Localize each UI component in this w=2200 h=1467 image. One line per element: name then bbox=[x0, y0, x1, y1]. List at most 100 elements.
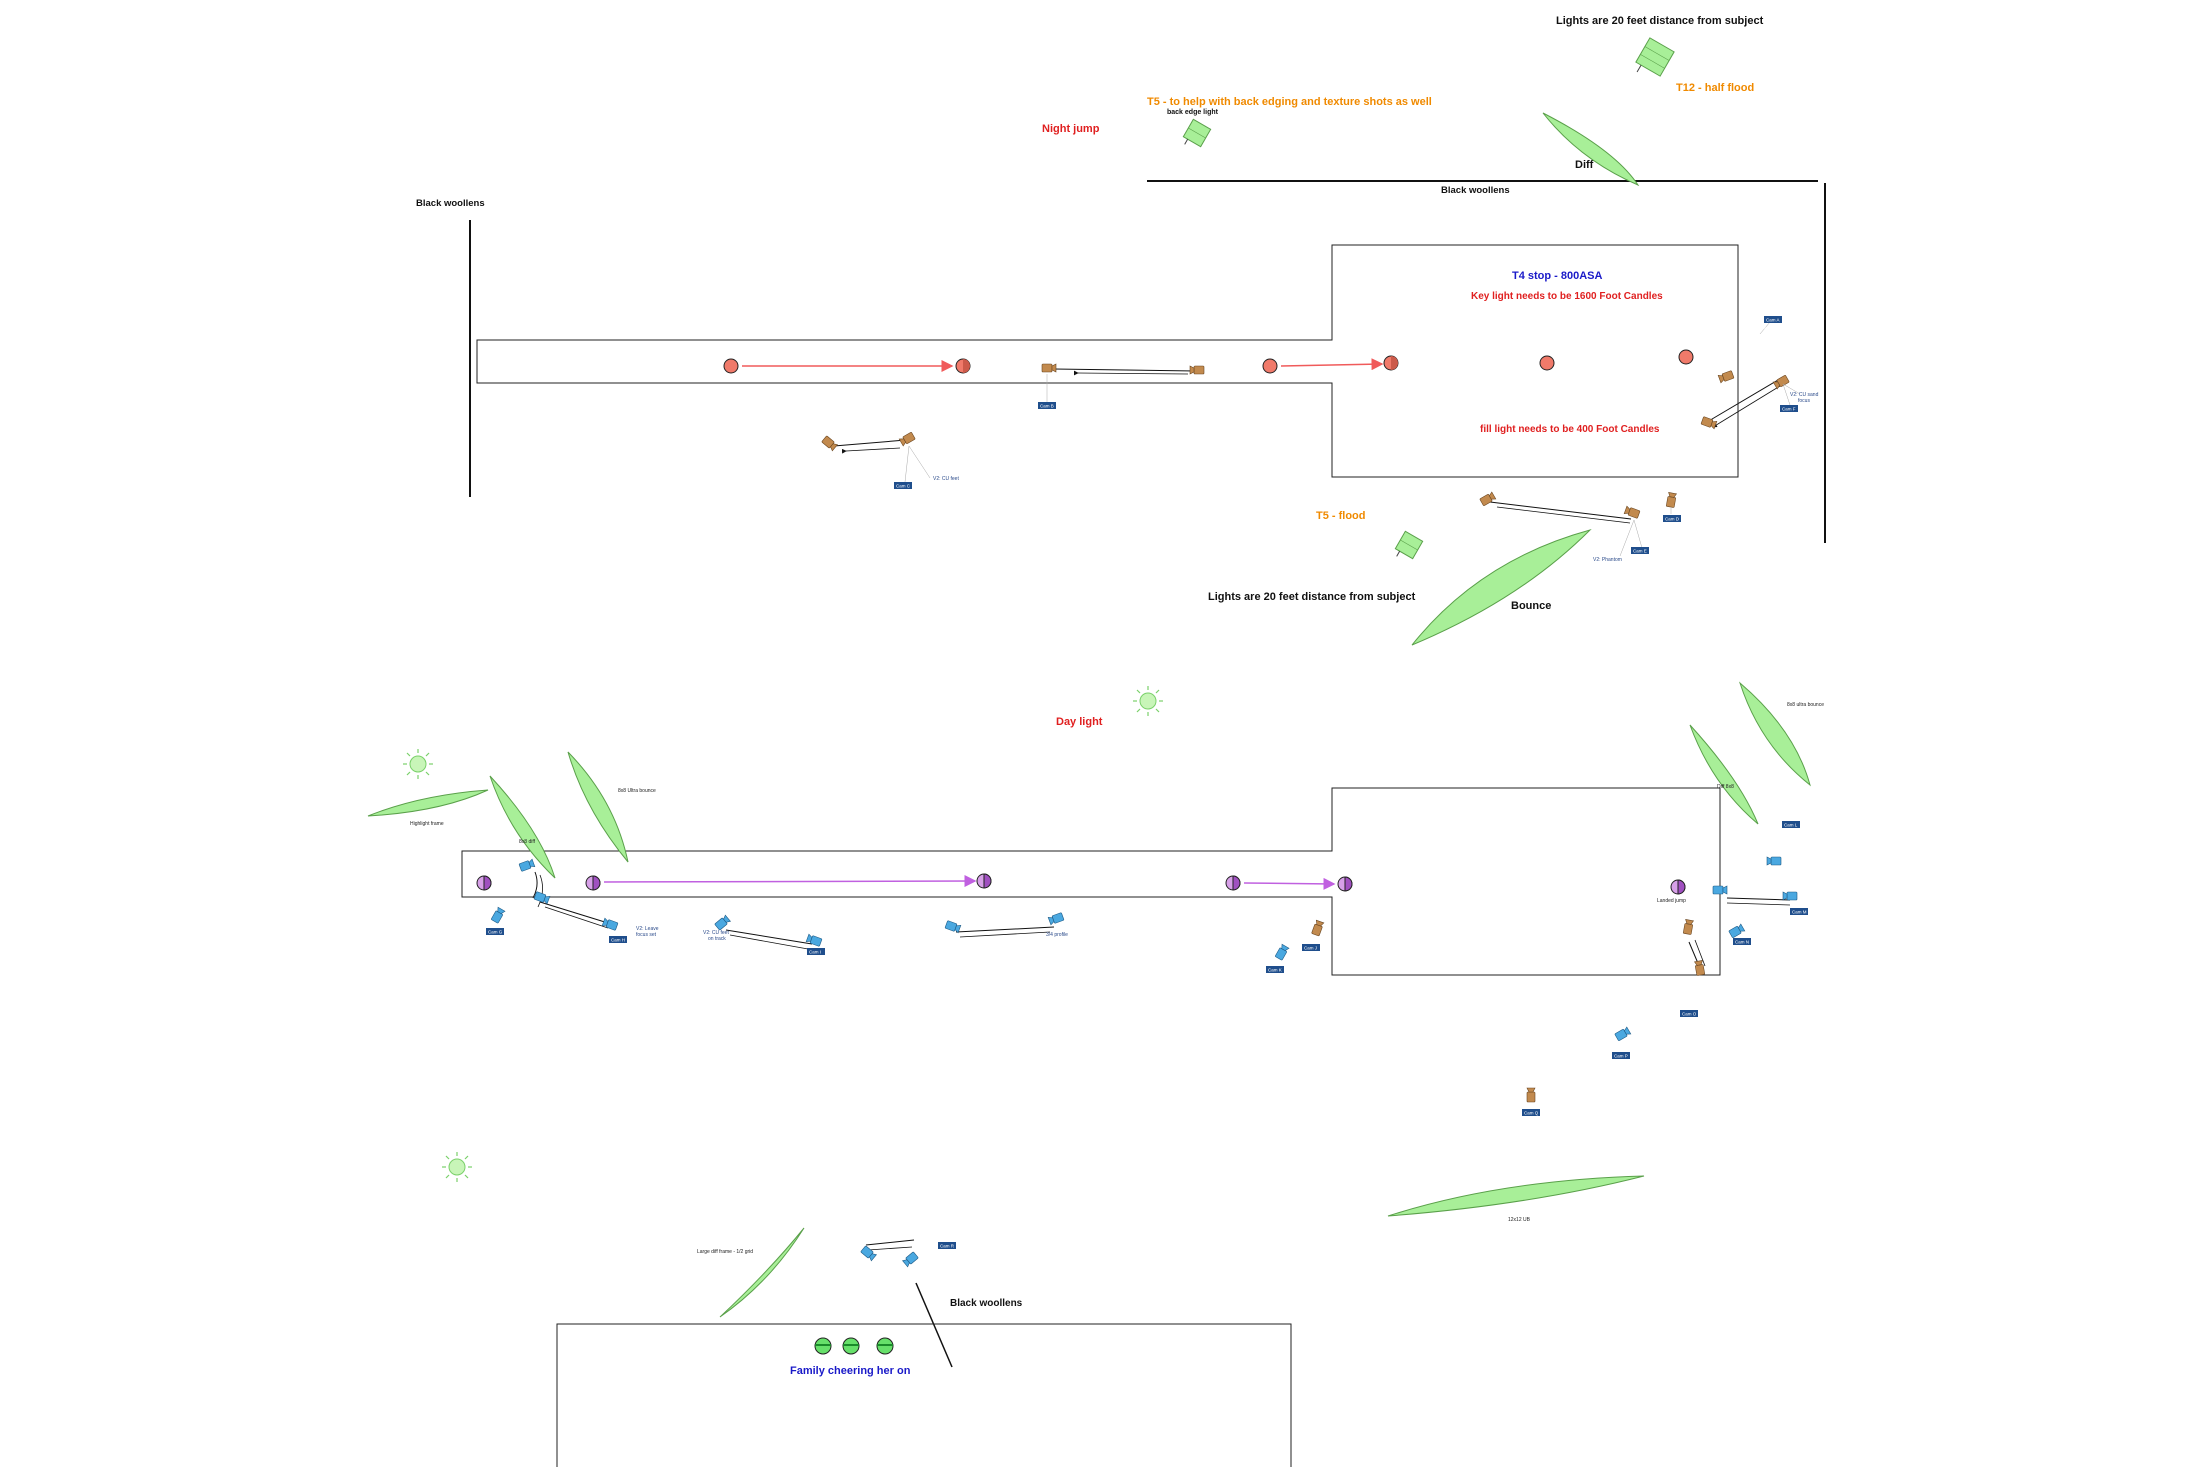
night-actor-5 bbox=[1539, 355, 1555, 371]
svg-text:to her: to her bbox=[1680, 1031, 1692, 1036]
night-move-arrow-2 bbox=[1280, 358, 1384, 371]
ultra-bounce-right-label: 8x8 ultra bounce bbox=[1787, 702, 1824, 708]
day-move-arrow-2 bbox=[1243, 877, 1336, 890]
svg-text:skin to match cut: skin to match cut bbox=[927, 1258, 962, 1263]
svg-text:Epic wide: Epic wide bbox=[1612, 1061, 1632, 1066]
night-actor-4 bbox=[1383, 355, 1399, 371]
cam-h-label: Cam H rush in bbox=[609, 936, 627, 951]
svg-text:Epic 500 the rush: Epic 500 the rush bbox=[1784, 917, 1820, 922]
svg-text:Phantom Track: Phantom Track bbox=[1030, 411, 1061, 416]
v2-cu-feet-day-1: V2: CU feet bbox=[703, 930, 729, 936]
family-area bbox=[556, 1323, 1292, 1467]
svg-text:Cam H: Cam H bbox=[611, 938, 625, 943]
svg-text:off: off bbox=[1308, 960, 1314, 965]
family-label: Family cheering her on bbox=[790, 1365, 911, 1377]
cam-c-label: Cam C Phantom track with her 3/4 profile bbox=[885, 482, 915, 508]
cam-o-label: Cam O Phantom legs and skirt hit and rus… bbox=[1668, 1010, 1705, 1036]
day-actor bbox=[476, 873, 1686, 895]
svg-text:with Sinta: with Sinta bbox=[935, 1264, 955, 1269]
svg-text:rush in: rush in bbox=[611, 946, 625, 951]
v2-cu-sand-2: focus bbox=[1798, 398, 1810, 404]
day-phantom-camera-icon bbox=[1311, 919, 1705, 1103]
cam-p-label: Cam P Epic wide phantom bbox=[1610, 1052, 1632, 1072]
large-diff-label: Large diff frame - 1/2 grid bbox=[697, 1249, 753, 1255]
svg-text:Cam B: Cam B bbox=[1040, 404, 1054, 409]
highlight-frame-label: Highlight frame bbox=[410, 821, 444, 827]
cam-g-label: Cam G Somewhat rotation bbox=[484, 928, 506, 948]
svg-text:Somewhat: Somewhat bbox=[484, 937, 506, 942]
svg-text:rush in and: rush in and bbox=[805, 958, 828, 963]
svg-text:Cam E: Cam E bbox=[1633, 549, 1647, 554]
svg-text:with her 3/4: with her 3/4 bbox=[888, 497, 912, 502]
cam-m-label: Cam M Epic 500 the rush in to MCU of her bbox=[1784, 908, 1820, 928]
svg-text:Cam P: Cam P bbox=[1614, 1054, 1628, 1059]
svg-text:in to MCU of her: in to MCU of her bbox=[1786, 923, 1819, 928]
svg-text:textures: textures bbox=[1733, 947, 1750, 952]
svg-text:rotation: rotation bbox=[1780, 420, 1796, 425]
t5-flood-label: T5 - flood bbox=[1316, 510, 1366, 522]
t12-light-icon bbox=[1635, 37, 1675, 77]
svg-text:phantom: phantom bbox=[1610, 1067, 1628, 1072]
svg-text:Cam I: Cam I bbox=[809, 950, 821, 955]
svg-text:turn on pass: turn on pass bbox=[802, 964, 828, 969]
day-section: Day light Highlight frame 8x8 diff 8x8 U… bbox=[367, 681, 1824, 1467]
svg-text:Cam G: Cam G bbox=[488, 930, 503, 935]
cam-j-label: Cam J Phantom take off bbox=[1297, 944, 1325, 965]
svg-text:skirt hit and rush: skirt hit and rush bbox=[1669, 1025, 1703, 1030]
cam-a-label: Cam A Phantom launch bbox=[1762, 316, 1782, 337]
night-jump-label: Night jump bbox=[1042, 123, 1100, 135]
frame-12x12-label: 12x12 UB bbox=[1508, 1217, 1531, 1223]
svg-text:Phantom: Phantom bbox=[1778, 414, 1796, 419]
black-woollens-left-label: Black woollens bbox=[416, 198, 485, 209]
stop-label: T4 stop - 800ASA bbox=[1512, 270, 1603, 282]
svg-text:Cam J: Cam J bbox=[1304, 946, 1317, 951]
svg-text:launch: launch bbox=[1764, 332, 1778, 337]
cam-q-label: Cam Q Phantom WS of jump bbox=[1512, 1109, 1544, 1129]
night-leader-lines bbox=[904, 321, 1801, 557]
t5-back-light-icon bbox=[1182, 118, 1212, 148]
svg-text:Phantom: Phantom bbox=[1762, 326, 1780, 331]
cam-b-label: Cam B Phantom Track away feet bbox=[1030, 402, 1061, 422]
night-dolly-track-c bbox=[833, 439, 907, 454]
night-actor-6 bbox=[1678, 349, 1694, 365]
svg-text:away feet: away feet bbox=[1036, 417, 1056, 422]
svg-text:think about 1 to 8: think about 1 to 8 bbox=[926, 1252, 961, 1257]
family-members bbox=[814, 1337, 894, 1355]
t5-back-label: T5 - to help with back edging and textur… bbox=[1147, 96, 1432, 108]
svg-text:Phantom legs and: Phantom legs and bbox=[1668, 1019, 1705, 1024]
frame-icon bbox=[367, 681, 1811, 1318]
night-dolly-track-b bbox=[1053, 368, 1196, 376]
diff-label: Diff bbox=[1575, 159, 1594, 171]
cam-r-label: Cam R think about 1 to 8 skin to match c… bbox=[926, 1242, 962, 1269]
t5-flood-light-icon bbox=[1394, 530, 1424, 560]
svg-text:Cam M: Cam M bbox=[1792, 910, 1807, 915]
svg-text:Cam A: Cam A bbox=[1766, 318, 1780, 323]
day-dolly-tracks bbox=[532, 871, 1791, 1368]
svg-text:Phantom WS of: Phantom WS of bbox=[1512, 1118, 1544, 1123]
v2-leave-focus-1: V2: Leave bbox=[636, 926, 659, 932]
svg-text:launch to landing focus: launch to landing focus bbox=[1768, 842, 1815, 847]
night-actor-3 bbox=[1262, 358, 1278, 374]
day-camera-icon bbox=[491, 856, 1798, 1268]
bounce-frame-icon bbox=[1411, 529, 1592, 646]
night-camera-icon bbox=[821, 363, 1790, 519]
cam-n-label: Cam N textures bbox=[1733, 938, 1751, 952]
day-light-label: Day light bbox=[1056, 716, 1103, 728]
svg-text:Epic (with phantom) down: Epic (with phantom) down bbox=[1765, 830, 1817, 835]
three-quarter-profile: 3/4 profile bbox=[1046, 932, 1068, 938]
diff-frame-icon bbox=[1542, 112, 1640, 187]
cam-d-label: Cam D Low shot looking up bbox=[1660, 515, 1681, 536]
svg-text:Phantom track: Phantom track bbox=[885, 491, 915, 496]
v2-phantom: V2: Phantom bbox=[1593, 557, 1622, 563]
svg-text:phantom shot: phantom shot bbox=[1259, 988, 1287, 993]
svg-text:Cam D: Cam D bbox=[1665, 517, 1680, 522]
ultra-bounce-left-label: 8x8 Ultra bounce bbox=[618, 788, 656, 794]
landed-jump-label: Landed jump bbox=[1657, 898, 1686, 904]
svg-text:Cam Q: Cam Q bbox=[1524, 1111, 1539, 1116]
svg-text:her jump line from: her jump line from bbox=[1770, 836, 1806, 841]
svg-text:Shoot shadow: Shoot shadow bbox=[1260, 976, 1289, 981]
day-set-outline bbox=[461, 787, 1721, 976]
svg-text:Cam O: Cam O bbox=[1682, 1012, 1697, 1017]
night-actor-1 bbox=[723, 358, 739, 374]
svg-text:rotation: rotation bbox=[486, 943, 502, 948]
